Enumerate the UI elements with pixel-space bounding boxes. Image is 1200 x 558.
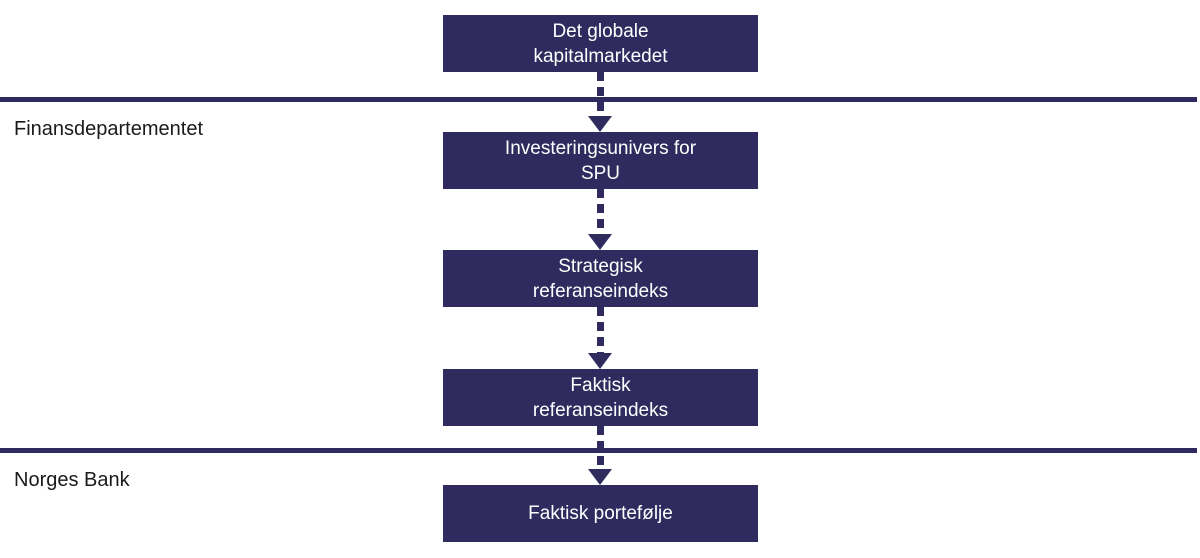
node-faktisk-referanseindeks: Faktisk referanseindeks — [443, 369, 758, 426]
down-arrow-icon — [588, 189, 612, 250]
down-arrow-head — [588, 469, 612, 485]
down-arrow-icon — [588, 307, 612, 369]
down-arrow-shaft — [596, 72, 604, 116]
down-arrow-shaft — [596, 426, 604, 469]
down-arrow-head — [588, 353, 612, 369]
section-label-finansdepartementet: Finansdepartementet — [14, 118, 204, 140]
down-arrow-head — [588, 234, 612, 250]
node-strategisk-referanseindeks: Strategisk referanseindeks — [443, 250, 758, 307]
section-label-norges-bank: Norges Bank — [14, 469, 130, 491]
down-arrow-shaft — [596, 307, 604, 353]
down-arrow-head — [588, 116, 612, 132]
node-det-globale-kapitalmarkedet: Det globale kapitalmarkedet — [443, 15, 758, 72]
down-arrow-icon — [588, 426, 612, 485]
down-arrow-icon — [588, 72, 612, 132]
node-investeringsunivers-spu: Investeringsunivers for SPU — [443, 132, 758, 189]
node-faktisk-portefolje: Faktisk portefølje — [443, 485, 758, 542]
down-arrow-shaft — [596, 189, 604, 234]
